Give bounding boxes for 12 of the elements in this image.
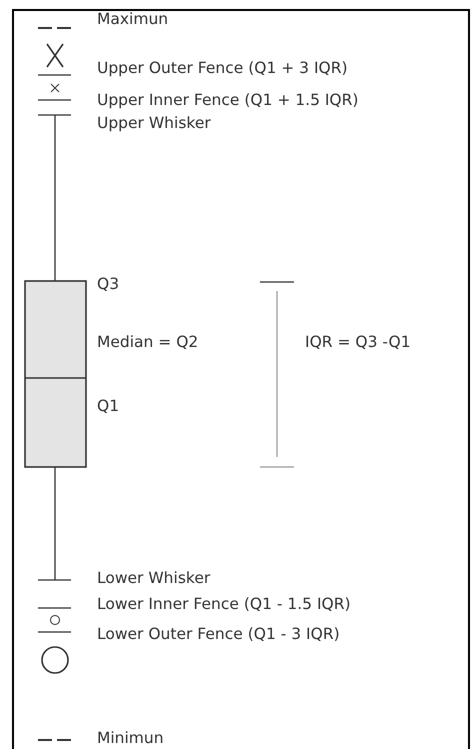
annotation-label: Upper Outer Fence (Q1 + 3 IQR)	[97, 60, 348, 78]
annotation-label: Lower Outer Fence (Q1 - 3 IQR)	[97, 626, 340, 644]
annotation-label: Q3	[97, 276, 120, 294]
annotation-label: Lower Inner Fence (Q1 - 1.5 IQR)	[97, 596, 351, 614]
annotation-label: Q1	[97, 398, 120, 416]
annotation-label: Lower Whisker	[97, 570, 210, 588]
annotation-label: Upper Whisker	[97, 115, 211, 133]
annotation-label: Minimun	[97, 730, 164, 748]
annotation-label: Upper Inner Fence (Q1 + 1.5 IQR)	[97, 92, 358, 110]
annotation-label: Maximun	[97, 11, 168, 29]
annotation-label: IQR = Q3 -Q1	[305, 334, 411, 352]
annotation-label: Median = Q2	[97, 334, 198, 352]
